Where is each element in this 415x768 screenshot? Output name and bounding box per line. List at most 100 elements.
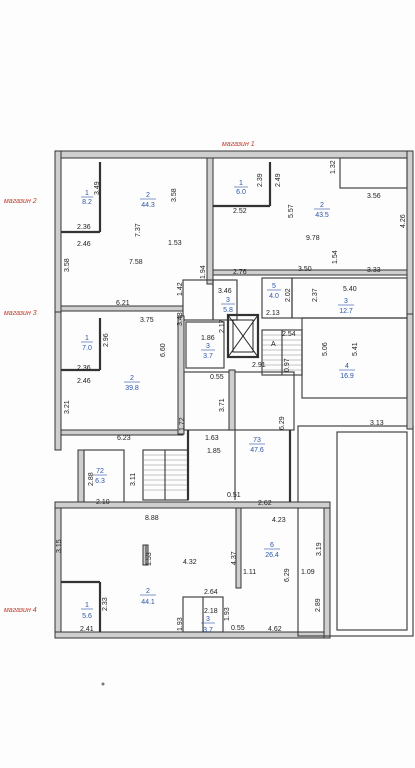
svg-text:4.0: 4.0 bbox=[269, 293, 279, 300]
svg-text:39.8: 39.8 bbox=[125, 385, 139, 392]
svg-text:2.46: 2.46 bbox=[77, 378, 91, 385]
svg-text:5.41: 5.41 bbox=[352, 342, 359, 356]
svg-text:2.17: 2.17 bbox=[219, 319, 226, 333]
room-label-s4-r2: 2 44.1 bbox=[140, 588, 156, 606]
interior-walls bbox=[54, 157, 408, 633]
svg-text:2.49: 2.49 bbox=[275, 173, 282, 187]
svg-text:0.51: 0.51 bbox=[227, 492, 241, 499]
svg-text:2.10: 2.10 bbox=[96, 499, 110, 506]
svg-text:9.78: 9.78 bbox=[306, 235, 320, 242]
svg-text:2.33: 2.33 bbox=[102, 597, 109, 611]
svg-text:5.57: 5.57 bbox=[288, 204, 295, 218]
svg-text:5.8: 5.8 bbox=[223, 307, 233, 314]
stair-steps-upper bbox=[262, 330, 302, 375]
room-label-s1-r1: 1 6.0 bbox=[234, 180, 248, 196]
svg-text:3.50: 3.50 bbox=[298, 266, 312, 273]
room-label-s1-r2: 2 43.5 bbox=[314, 202, 330, 219]
svg-text:72: 72 bbox=[96, 468, 104, 475]
svg-text:7.37: 7.37 bbox=[135, 223, 142, 237]
room-label-c-r72: 72 6.3 bbox=[93, 468, 107, 485]
room-label-s4-r1: 1 5.6 bbox=[81, 602, 93, 620]
svg-text:5.6: 5.6 bbox=[82, 613, 92, 620]
shop-label-2: магазин 2 bbox=[4, 198, 37, 205]
svg-text:1: 1 bbox=[85, 602, 89, 609]
svg-text:2.39: 2.39 bbox=[257, 173, 264, 187]
svg-text:1.94: 1.94 bbox=[200, 265, 207, 279]
svg-text:1.53: 1.53 bbox=[146, 552, 153, 566]
stair-steps-lower bbox=[143, 450, 188, 500]
svg-text:2: 2 bbox=[146, 588, 150, 595]
svg-text:26.4: 26.4 bbox=[265, 552, 279, 559]
svg-text:5.06: 5.06 bbox=[322, 342, 329, 356]
svg-text:A: A bbox=[271, 341, 276, 348]
room-label-c-r3a: 3 5.8 bbox=[221, 297, 235, 314]
svg-text:6.21: 6.21 bbox=[116, 300, 130, 307]
svg-text:6.29: 6.29 bbox=[284, 568, 291, 582]
svg-text:44.1: 44.1 bbox=[141, 599, 155, 606]
svg-text:47.6: 47.6 bbox=[250, 447, 264, 454]
svg-text:1.93: 1.93 bbox=[177, 617, 184, 631]
room-label-s3-r2: 2 39.8 bbox=[124, 375, 140, 392]
svg-text:3.7: 3.7 bbox=[203, 353, 213, 360]
svg-text:16.9: 16.9 bbox=[340, 373, 354, 380]
room-label-s2-r2: 2 44.3 bbox=[140, 192, 156, 209]
svg-text:4.37: 4.37 bbox=[231, 551, 238, 565]
svg-text:7.58: 7.58 bbox=[129, 259, 143, 266]
svg-text:4.26: 4.26 bbox=[400, 214, 407, 228]
svg-text:4: 4 bbox=[345, 363, 349, 370]
svg-text:7.0: 7.0 bbox=[82, 345, 92, 352]
svg-text:5.40: 5.40 bbox=[343, 286, 357, 293]
svg-text:2.37: 2.37 bbox=[312, 288, 319, 302]
svg-text:2.89: 2.89 bbox=[315, 598, 322, 612]
svg-text:3.33: 3.33 bbox=[367, 267, 381, 274]
svg-text:3.49: 3.49 bbox=[94, 181, 101, 195]
svg-text:1: 1 bbox=[85, 335, 89, 342]
svg-text:2.91: 2.91 bbox=[252, 362, 266, 369]
svg-text:1.86: 1.86 bbox=[201, 335, 215, 342]
svg-text:3.21: 3.21 bbox=[64, 400, 71, 414]
svg-text:1.63: 1.63 bbox=[205, 435, 219, 442]
svg-text:4.62: 4.62 bbox=[268, 626, 282, 633]
room-label-c-r3c: 3 3.7 bbox=[201, 343, 215, 360]
svg-text:2: 2 bbox=[146, 192, 150, 199]
svg-text:1.42: 1.42 bbox=[177, 282, 184, 296]
svg-text:0.55: 0.55 bbox=[231, 625, 245, 632]
svg-text:2.41: 2.41 bbox=[80, 626, 94, 633]
svg-text:2.62: 2.62 bbox=[258, 500, 272, 507]
svg-text:2.96: 2.96 bbox=[103, 333, 110, 347]
room-label-c-r4: 4 16.9 bbox=[339, 363, 355, 380]
shop-label-4: магазин 4 bbox=[4, 607, 37, 614]
svg-text:2.76: 2.76 bbox=[233, 269, 247, 276]
svg-text:8.88: 8.88 bbox=[145, 515, 159, 522]
svg-text:3: 3 bbox=[206, 616, 210, 623]
dimension-labels: 3.49 3.58 2.36 7.37 1.53 2.46 7.58 3.58 … bbox=[56, 160, 407, 633]
svg-text:3.13: 3.13 bbox=[370, 420, 384, 427]
svg-text:1.54: 1.54 bbox=[332, 250, 339, 264]
svg-text:4.32: 4.32 bbox=[183, 559, 197, 566]
svg-text:6.23: 6.23 bbox=[117, 435, 131, 442]
svg-text:2: 2 bbox=[320, 202, 324, 209]
room-label-c-r3b: 3 12.7 bbox=[338, 298, 354, 315]
svg-text:3.46: 3.46 bbox=[218, 288, 232, 295]
svg-text:44.3: 44.3 bbox=[141, 202, 155, 209]
svg-text:1.32: 1.32 bbox=[330, 160, 337, 174]
shop-label-1: магазин 1 bbox=[222, 141, 255, 148]
svg-text:2.52: 2.52 bbox=[233, 208, 247, 215]
svg-text:4.23: 4.23 bbox=[272, 517, 286, 524]
svg-text:3.43: 3.43 bbox=[177, 312, 184, 326]
svg-text:2.64: 2.64 bbox=[204, 589, 218, 596]
room-label-s4-r6: 6 26.4 bbox=[264, 542, 280, 559]
svg-text:2.02: 2.02 bbox=[285, 288, 292, 302]
svg-text:2.18: 2.18 bbox=[204, 608, 218, 615]
svg-text:2.36: 2.36 bbox=[77, 224, 91, 231]
svg-text:3.15: 3.15 bbox=[56, 539, 63, 553]
svg-text:3.58: 3.58 bbox=[64, 258, 71, 272]
svg-text:2.36: 2.36 bbox=[77, 365, 91, 372]
room-label-s2-r1: 1 8.2 bbox=[81, 190, 93, 206]
svg-text:5: 5 bbox=[272, 283, 276, 290]
room-label-s4-r3: 3 3.7 bbox=[201, 616, 215, 634]
svg-text:1.53: 1.53 bbox=[168, 240, 182, 247]
room-labels: 1 8.2 2 44.3 1 6.0 2 43.5 3 5.8 5 bbox=[81, 180, 355, 634]
svg-text:12.7: 12.7 bbox=[339, 308, 353, 315]
svg-text:1: 1 bbox=[85, 190, 89, 197]
